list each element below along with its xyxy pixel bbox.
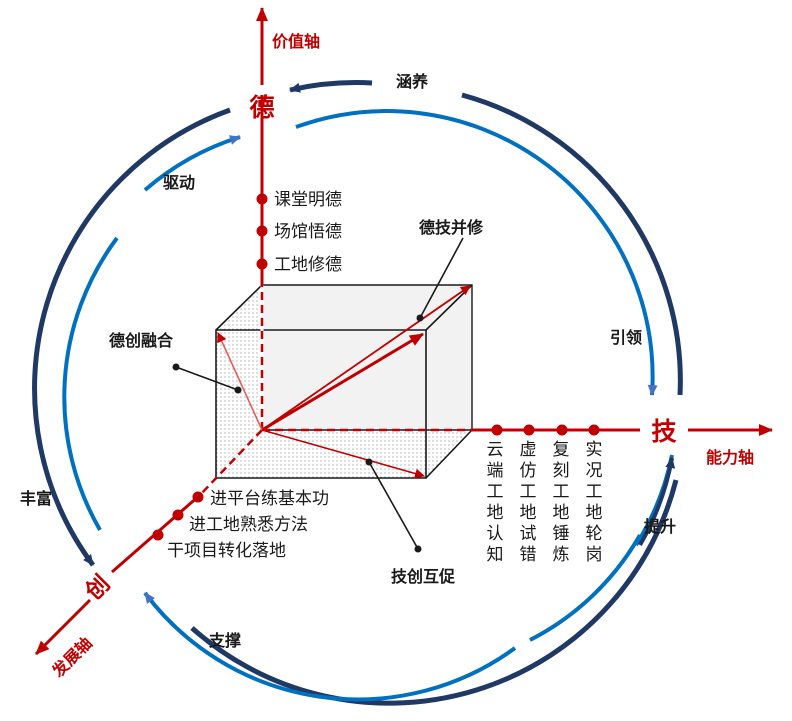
cycle-label-fengfu: 丰富 <box>20 489 52 508</box>
vertical-item: 场馆悟德 <box>274 222 342 242</box>
outer-arc-left <box>32 107 231 567</box>
value-axis-label: 价值轴 <box>272 32 320 51</box>
vertical-item: 工地修德 <box>274 255 342 275</box>
node-de: 德 <box>249 93 274 122</box>
cycle-label-qudong: 驱动 <box>163 173 195 192</box>
node-ji: 技 <box>651 417 676 446</box>
callout-dejibingxiu: 德技并修 <box>419 218 484 237</box>
development-axis-label: 发展轴 <box>48 633 96 681</box>
horizontal-item: 实况工地轮岗 <box>586 440 603 565</box>
horizontal-item: 复刻工地锤炼 <box>553 440 570 565</box>
vector-dejibingxiu <box>261 285 471 431</box>
lift-arrow <box>638 457 676 547</box>
inner-arc-left <box>143 135 241 192</box>
vertical-items: 课堂明德 场馆悟德 工地修德 <box>274 190 342 275</box>
cycle-label-hanyang: 涵养 <box>396 72 429 91</box>
cube-left-face <box>216 285 262 478</box>
vector-main <box>261 332 424 432</box>
callout-dechuangronghe: 德创融合 <box>109 331 174 350</box>
diagonal-axis-dashed <box>199 429 263 496</box>
node-chuang: 创 <box>80 571 115 606</box>
vector-jichuanghucu <box>261 429 425 479</box>
ability-axis-label: 能力轴 <box>706 448 754 467</box>
cycle-label-zhicheng: 支撑 <box>208 631 241 650</box>
cycle-label-tisheng: 提升 <box>644 517 676 536</box>
inner-arc-right-lower <box>529 534 642 642</box>
diagonal-item: 干项目转化落地 <box>167 541 286 561</box>
diagonal-item: 进平台练基本功 <box>210 489 329 509</box>
diagonal-axis-end <box>34 598 92 656</box>
vertical-dots <box>256 193 268 270</box>
horizontal-item: 虚仿工地试错 <box>520 440 537 565</box>
outer-arc-top-right <box>461 92 683 396</box>
outer-arc-top <box>289 80 373 93</box>
diagonal-item: 进工地熟悉方法 <box>189 514 308 535</box>
inner-arc-bottom <box>143 591 517 702</box>
diagonal-dots <box>152 491 204 541</box>
inner-arc-left-lower <box>62 236 119 531</box>
outer-arc-right <box>190 479 679 706</box>
inner-arc-right <box>295 109 658 396</box>
horizontal-dots <box>491 424 600 436</box>
cycle-label-yinling: 引领 <box>610 328 642 347</box>
outer-cycle <box>32 80 683 706</box>
diagonal-items: 进平台练基本功 进工地熟悉方法 干项目转化落地 <box>167 489 329 561</box>
vector-dechuangronghe <box>217 332 263 431</box>
leaders <box>172 237 464 553</box>
vertical-item: 课堂明德 <box>274 190 342 210</box>
vectors <box>217 285 471 479</box>
callout-jichuanghucu: 技创互促 <box>391 567 456 586</box>
horizontal-item: 云端工地认知 <box>487 440 504 565</box>
